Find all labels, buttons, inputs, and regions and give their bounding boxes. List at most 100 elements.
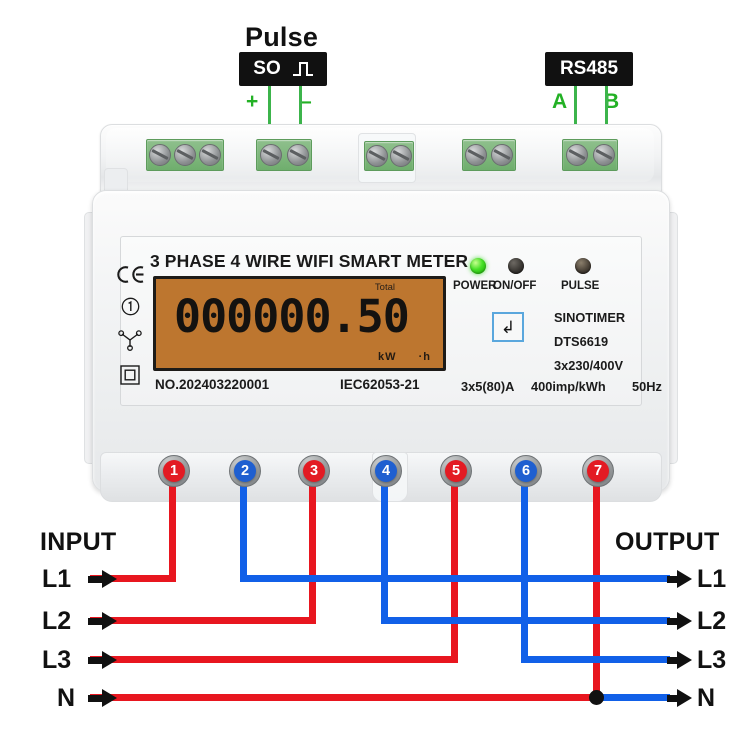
- onoff-led-label: ON/OFF: [493, 280, 537, 292]
- wire-t3-drop: [309, 470, 316, 624]
- terminal-block-phase[interactable]: [146, 139, 224, 171]
- input-arrow-l3: [88, 651, 117, 669]
- wire-output-l1: [240, 575, 670, 582]
- terminal-number: 7: [587, 460, 609, 482]
- pulse-led: [575, 258, 591, 274]
- input-arrow-n: [88, 689, 117, 707]
- input-arrow-l2: [88, 612, 117, 630]
- output-arrow-n: [667, 689, 692, 707]
- output-label-l2: L2: [697, 607, 727, 635]
- terminal-5[interactable]: 5: [440, 455, 472, 487]
- output-arrow-l1: [667, 570, 692, 588]
- wire-t5-drop: [451, 470, 458, 663]
- input-label-n: N: [57, 684, 76, 712]
- screw-icon[interactable]: [173, 144, 196, 166]
- wire-t4-drop: [381, 470, 388, 624]
- wire-input-l1: [90, 575, 176, 582]
- voltage-label: 3x230/400V: [554, 358, 624, 373]
- screw-icon[interactable]: [259, 144, 282, 166]
- current-label: 3x5(80)A: [461, 379, 515, 394]
- pulse-title: Pulse: [245, 22, 319, 52]
- rs485-a-label: A: [552, 90, 568, 113]
- terminal-number: 6: [515, 460, 537, 482]
- screw-icon[interactable]: [286, 144, 309, 166]
- double-insulation-icon: [120, 365, 140, 390]
- lcd-total-label: Total: [374, 282, 395, 293]
- output-label-l3: L3: [697, 646, 727, 674]
- terminal-3[interactable]: 3: [298, 455, 330, 487]
- terminal-4[interactable]: 4: [370, 455, 402, 487]
- three-phase-four-wire-icon: [118, 330, 142, 356]
- rs485-b-pointer: [605, 86, 608, 158]
- terminal-block-rs485[interactable]: [562, 139, 618, 171]
- enter-arrow-icon: ↲: [500, 317, 516, 337]
- wire-t1-drop: [169, 470, 176, 582]
- wire-input-n: [90, 694, 600, 701]
- input-label-l1: L1: [42, 565, 72, 593]
- terminal-number: 3: [303, 460, 325, 482]
- accuracy-class-1-icon: [121, 297, 140, 321]
- onoff-led: [508, 258, 524, 274]
- screw-icon[interactable]: [148, 144, 171, 166]
- input-label-l3: L3: [42, 646, 72, 674]
- so-chip-label: SO: [253, 58, 281, 79]
- lcd-unit-h: ·h: [418, 351, 431, 363]
- wire-input-l2: [90, 617, 316, 624]
- terminal-number: 5: [445, 460, 467, 482]
- enter-button[interactable]: ↲: [492, 312, 524, 342]
- wire-output-l3: [521, 656, 670, 663]
- output-title: OUTPUT: [615, 528, 720, 556]
- lcd-reading: 000000.50: [174, 290, 410, 343]
- square-wave-icon: [292, 62, 313, 76]
- output-label-n: N: [697, 684, 716, 712]
- terminal-1[interactable]: 1: [158, 455, 190, 487]
- lcd-unit-kw: kW: [377, 351, 397, 363]
- screw-icon[interactable]: [199, 144, 222, 166]
- rs485-chip: RS485: [545, 52, 633, 86]
- output-arrow-l3: [667, 651, 692, 669]
- serial-number: NO.202403220001: [155, 377, 270, 392]
- screw-icon[interactable]: [491, 144, 513, 166]
- power-led-label: POWER: [453, 280, 497, 292]
- certification-symbols: [110, 266, 150, 386]
- terminal-number: 1: [163, 460, 185, 482]
- output-label-l1: L1: [697, 565, 727, 593]
- terminal-block-center[interactable]: [364, 141, 414, 171]
- neutral-junction-dot: [589, 690, 604, 705]
- lcd-display: Total 000000.50 kW ·h: [153, 276, 446, 371]
- so-minus-label: –: [300, 90, 312, 113]
- brand-label: SINOTIMER: [554, 310, 626, 325]
- standard-label: IEC62053-21: [340, 377, 420, 392]
- so-minus-pointer: [299, 86, 302, 158]
- input-arrow-l1: [88, 570, 117, 588]
- lcd-units: kW ·h: [378, 351, 431, 363]
- so-plus-label: +: [246, 90, 259, 113]
- wire-output-n: [596, 694, 670, 701]
- output-arrow-l2: [667, 612, 692, 630]
- screw-icon[interactable]: [390, 145, 412, 167]
- terminal-7[interactable]: 7: [582, 455, 614, 487]
- pulse-led-label: PULSE: [561, 280, 600, 292]
- wire-t7-drop: [593, 470, 600, 698]
- ce-mark-icon: [115, 266, 145, 288]
- screw-icon[interactable]: [366, 145, 388, 167]
- screw-icon[interactable]: [565, 144, 588, 166]
- rs485-a-pointer: [574, 86, 577, 158]
- terminal-2[interactable]: 2: [229, 455, 261, 487]
- terminal-number: 4: [375, 460, 397, 482]
- wire-t2-drop: [240, 470, 247, 582]
- wire-t6-drop: [521, 470, 528, 663]
- terminal-6[interactable]: 6: [510, 455, 542, 487]
- so-chip: SO: [239, 52, 327, 86]
- frequency-label: 50Hz: [632, 379, 662, 394]
- meter-title: 3 PHASE 4 WIRE WIFI SMART METER: [150, 251, 469, 271]
- terminal-block-aux[interactable]: [462, 139, 516, 171]
- so-plus-pointer: [268, 86, 271, 158]
- power-led: [470, 258, 486, 274]
- terminal-block-pulse-so[interactable]: [256, 139, 312, 171]
- input-label-l2: L2: [42, 607, 72, 635]
- terminal-number: 2: [234, 460, 256, 482]
- screw-icon[interactable]: [465, 144, 487, 166]
- screw-icon[interactable]: [592, 144, 615, 166]
